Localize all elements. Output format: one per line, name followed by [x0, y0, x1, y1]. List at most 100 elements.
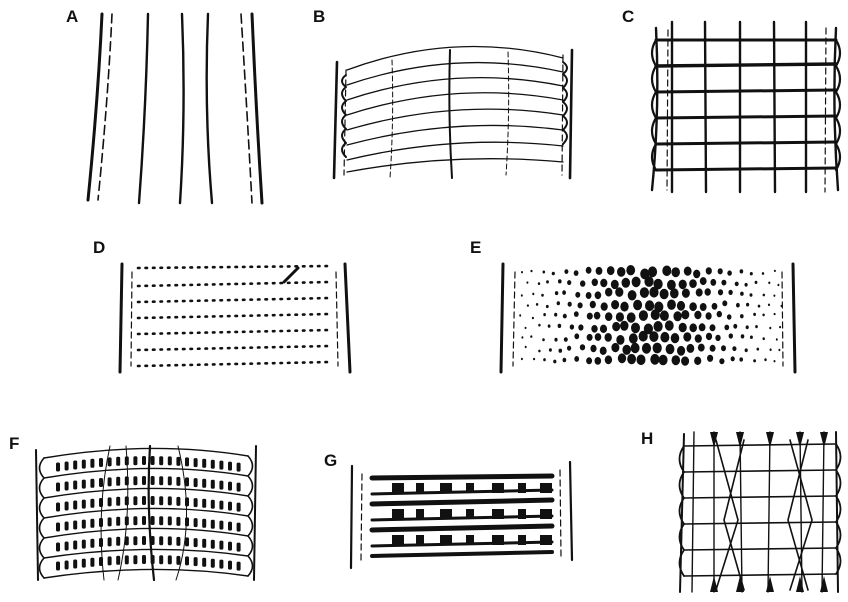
panel-e-dot: [763, 337, 765, 340]
panel-f-band: [185, 457, 189, 466]
panel-e-dot: [549, 348, 552, 351]
panel-e-dot: [574, 333, 579, 339]
panel-f-band: [56, 523, 60, 532]
panel-f-band: [228, 462, 232, 471]
panel-e-dot: [719, 358, 724, 364]
panel-e-dot: [595, 357, 602, 365]
panel-e-dot: [653, 343, 662, 354]
panel-e-dot: [533, 358, 535, 361]
panel-f-band: [211, 559, 215, 568]
panel-e-dot: [622, 345, 631, 355]
panel-e-dot: [538, 282, 540, 285]
panel-f-band: [211, 460, 215, 469]
panel-f-band: [228, 561, 232, 570]
panel-f-band: [176, 477, 180, 486]
panel-e-dot: [558, 324, 562, 328]
panel-e-dot: [700, 277, 707, 285]
panel-e-dot: [673, 311, 681, 321]
panel-g-band: [392, 509, 404, 519]
panel-e-dot: [681, 310, 689, 319]
panel-e-dot: [567, 346, 571, 351]
panel-e-dot: [563, 314, 567, 319]
panel-f-band: [219, 541, 223, 550]
panel-e-dot: [768, 282, 770, 285]
panel-f-band: [202, 558, 206, 567]
panel-e-dot: [710, 279, 716, 286]
panel-e-dot: [740, 292, 744, 296]
panel-f-band: [176, 517, 180, 526]
panel-f-band: [151, 456, 155, 465]
panel-f-band: [90, 459, 94, 468]
panel-e-dot: [727, 270, 732, 275]
panel-e-dot: [553, 360, 556, 364]
panel-g-band: [392, 535, 404, 545]
panel-f-band: [176, 556, 180, 565]
panel-f-band: [142, 555, 146, 564]
panel-g-band: [518, 509, 526, 519]
panel-e-dot: [670, 288, 679, 298]
panel-f-band: [237, 463, 241, 472]
panel-e-dot: [562, 290, 566, 295]
panel-h-spike: [796, 576, 804, 592]
panel-f-band: [194, 538, 198, 547]
panel-e-dot: [753, 313, 756, 316]
panel-e-dot: [590, 345, 596, 352]
panel-e-dot: [546, 280, 549, 283]
panel-f-band: [56, 503, 60, 512]
panel-e-dot: [611, 280, 619, 289]
panel-f-band: [159, 456, 163, 465]
panel-e-dot: [568, 302, 572, 307]
panel-e-dot: [617, 267, 625, 277]
panel-e-dot: [681, 356, 689, 365]
panel-e-dot: [660, 332, 669, 343]
panel-e-dot: [586, 267, 592, 274]
panel-e-dot: [564, 337, 568, 342]
panel-f-band: [90, 479, 94, 488]
panel-f-band: [168, 516, 172, 525]
panel-e-dot: [724, 325, 729, 331]
panel-f-band: [116, 497, 120, 506]
panel-f-band: [133, 516, 137, 525]
panel-e-dot: [574, 311, 579, 317]
panel-e-dot: [580, 280, 585, 286]
panel-e-dot: [618, 353, 626, 363]
panel-e-dot: [644, 276, 653, 287]
panel-e-dot: [563, 358, 567, 363]
panel-e-dot: [526, 281, 528, 283]
panel-e-dot: [733, 324, 737, 329]
panel-f-band: [99, 478, 103, 487]
panel-e-dot: [731, 356, 735, 361]
panel-f-band: [237, 523, 241, 532]
panel-f-band: [99, 538, 103, 547]
panel-f-band: [73, 560, 77, 569]
panel-e-dot: [525, 346, 527, 348]
panel-g-band: [540, 509, 552, 519]
panel-e-dot: [682, 289, 690, 298]
panel-e-dot: [521, 271, 523, 273]
panel-e-dot: [722, 300, 727, 306]
panel-e-dot: [616, 312, 624, 322]
panel-e-dot: [710, 345, 716, 352]
panel-f-band: [228, 542, 232, 551]
panel-e-dot: [595, 291, 602, 299]
panel-e-dot: [521, 294, 523, 296]
panel-e-dot: [567, 280, 571, 285]
panel-e-dot: [622, 278, 631, 288]
panel-f-band: [73, 461, 77, 470]
panel-e-dot: [706, 267, 712, 274]
panel-e-dot: [736, 303, 740, 308]
panel-e-dot: [706, 333, 712, 340]
panel-f-band: [133, 456, 137, 465]
panel-e-dot: [650, 354, 659, 365]
panel-e-dot: [587, 313, 593, 320]
panel-f-band: [133, 536, 137, 545]
panel-f-band: [151, 555, 155, 564]
panel-e-dot: [717, 311, 722, 317]
panel-e-dot: [774, 360, 776, 362]
panel-e-dot: [554, 338, 557, 342]
panel-f-band: [142, 456, 146, 465]
panel-e-dot: [773, 295, 775, 297]
panel-e-dot: [755, 281, 758, 284]
panel-f-band: [185, 497, 189, 506]
panel-f-band: [237, 543, 241, 552]
